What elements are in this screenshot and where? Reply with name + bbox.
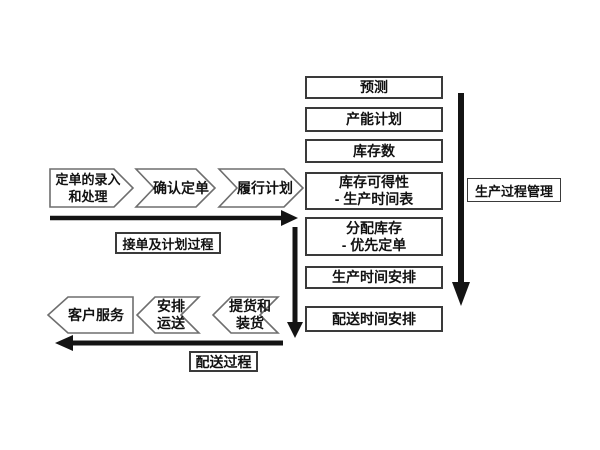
label-order-planning-process: 接单及计划过程 <box>115 232 221 254</box>
chevron-fulfillment-plan-shape <box>217 168 305 208</box>
arrow-left-distribution <box>55 335 283 351</box>
chevron-order-entry-shape <box>49 168 135 208</box>
label-distribution-process: 配送过程 <box>189 351 258 372</box>
chevron-pick-and-load-shape <box>211 296 280 334</box>
chevron-arrange-shipping-shape <box>135 296 201 334</box>
chevron-customer-service-shape <box>46 296 134 334</box>
box-delivery-time-schedule: 配送时间安排 <box>305 306 443 332</box>
box-capacity-plan: 产能计划 <box>305 107 443 132</box>
box-forecast: 预测 <box>305 76 443 99</box>
arrow-down-production-process <box>452 93 470 306</box>
box-inventory-count: 库存数 <box>305 139 443 163</box>
box-allocate-inventory: 分配库存 - 优先定单 <box>305 217 443 256</box>
label-production-process-management: 生产过程管理 <box>467 178 561 202</box>
chevron-confirm-order-shape <box>134 168 217 208</box>
box-production-time-schedule: 生产时间安排 <box>305 266 443 289</box>
box-inventory-availability: 库存可得性 - 生产时间表 <box>305 172 443 210</box>
arrow-down-middle <box>287 227 303 338</box>
arrow-right-order-planning <box>50 210 298 226</box>
